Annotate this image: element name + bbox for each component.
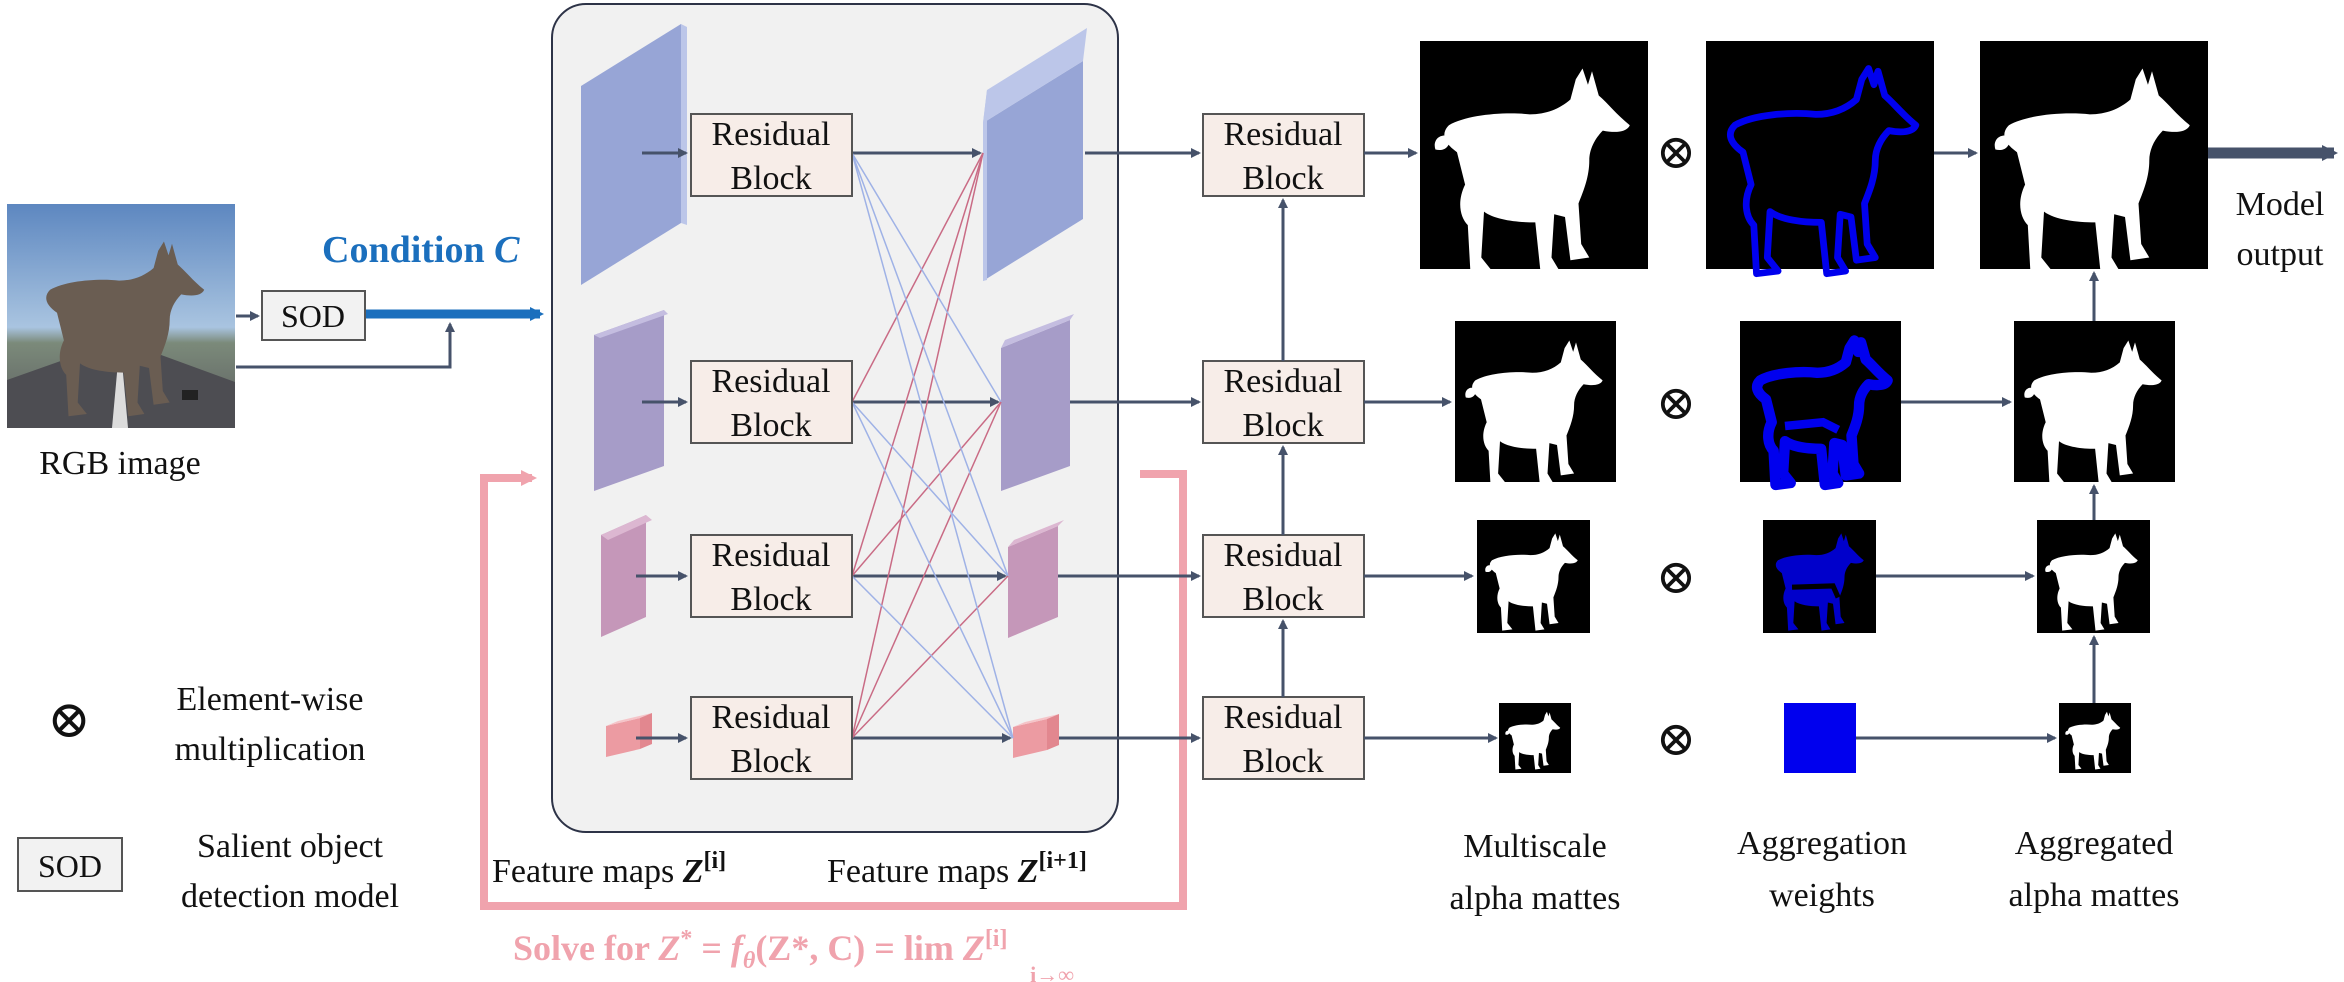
svg-text:Residual: Residual <box>712 537 831 574</box>
svg-text:Residual: Residual <box>1224 699 1343 736</box>
residual-block-decoder-3: Residual Block <box>1202 534 1365 618</box>
aggregated-mattes-caption-2: alpha mattes <box>2009 877 2180 914</box>
legend-multiply-line2: multiplication <box>175 731 366 768</box>
rgb-image-caption: RGB image <box>39 445 200 482</box>
condition-label: Condition C <box>322 229 520 271</box>
alpha-matte-scale-2 <box>1455 321 1616 485</box>
svg-text:Block: Block <box>730 743 811 780</box>
solve-equation: Solve for Z* = fθ(Z*, C) = lim Z[i] <box>513 926 1007 974</box>
svg-text:Block: Block <box>1242 581 1323 618</box>
alpha-matte-scale-4 <box>1499 703 1571 773</box>
legend-sod-line2: detection model <box>181 878 399 915</box>
aggregated-matte-scale-1 <box>1980 41 2208 274</box>
image-bypass-arrow <box>236 322 455 369</box>
residual-block-decoder-2: Residual Block <box>1202 360 1365 444</box>
inner-arrows <box>636 148 1012 743</box>
sod-box: SOD <box>261 290 366 341</box>
feature-map-right-level2 <box>1001 314 1074 491</box>
svg-text:Block: Block <box>730 581 811 618</box>
aggregation-weight-scale-2 <box>1740 321 1901 485</box>
svg-text:Residual: Residual <box>1224 116 1343 153</box>
svg-text:Residual: Residual <box>1224 537 1343 574</box>
residual-block-decoder-1: Residual Block <box>1202 113 1365 197</box>
aggregated-matte-scale-3 <box>2037 520 2150 633</box>
residual-block-inner-1: Residual Block <box>690 113 853 197</box>
legend-sod-box: SOD <box>17 837 123 892</box>
feature-map-left-level3 <box>601 515 652 637</box>
weight-arrows <box>1856 148 2099 743</box>
residual-block-inner-3: Residual Block <box>690 534 853 618</box>
residual-block-inner-4: Residual Block <box>690 696 853 780</box>
multiply-icon: ⊗ <box>1656 377 1696 430</box>
aggregation-weight-scale-3 <box>1763 520 1876 633</box>
feature-maps-left-label: Feature maps Z[i] <box>492 848 726 890</box>
rgb-image <box>7 204 235 428</box>
svg-text:Block: Block <box>730 160 811 197</box>
feature-map-right-level1 <box>983 28 1087 281</box>
residual-block-decoder-4: Residual Block <box>1202 696 1365 780</box>
multiply-symbols: ⊗ ⊗ ⊗ ⊗ <box>1656 126 1696 766</box>
legend-multiply-icon: ⊗ <box>47 692 91 749</box>
feature-map-right-level3 <box>1008 520 1064 638</box>
svg-text:Block: Block <box>1242 407 1323 444</box>
multiply-icon: ⊗ <box>1656 126 1696 179</box>
feature-map-left-level4 <box>606 713 652 757</box>
aggregation-weight-scale-1 <box>1706 41 1934 274</box>
alpha-matte-scale-1 <box>1420 41 1648 274</box>
sod-box-label: SOD <box>281 298 345 334</box>
svg-text:Block: Block <box>1242 743 1323 780</box>
aggregated-mattes-caption-1: Aggregated <box>2015 825 2174 862</box>
svg-text:Residual: Residual <box>712 699 831 736</box>
decoder-arrows <box>1058 148 1498 743</box>
multiscale-mattes-caption-1: Multiscale <box>1463 828 1607 865</box>
svg-text:SOD: SOD <box>38 848 102 884</box>
feature-map-left-level1 <box>581 24 687 285</box>
aggregated-matte-scale-2 <box>2014 321 2175 485</box>
aggregation-weights-caption-2: weights <box>1769 877 1875 914</box>
multiply-icon: ⊗ <box>1656 551 1696 604</box>
legend-sod-line1: Salient object <box>197 828 384 865</box>
feature-maps-right-label: Feature maps Z[i+1] <box>827 848 1087 890</box>
aggregation-weight-scale-4 <box>1784 703 1856 773</box>
coyote-photo <box>46 241 205 417</box>
multiply-icon: ⊗ <box>1656 713 1696 766</box>
model-output-label-1: Model <box>2236 186 2325 223</box>
svg-text:Residual: Residual <box>1224 363 1343 400</box>
cross-scale-connections <box>851 152 1014 739</box>
aggregation-weights-caption-1: Aggregation <box>1737 825 1907 862</box>
multiscale-mattes-caption-2: alpha mattes <box>1450 880 1621 917</box>
svg-text:Block: Block <box>730 407 811 444</box>
svg-text:Block: Block <box>1242 160 1323 197</box>
feature-map-left-level2 <box>594 310 668 491</box>
svg-text:Residual: Residual <box>712 363 831 400</box>
alpha-matte-scale-3 <box>1477 520 1590 633</box>
model-output-label-2: output <box>2237 236 2324 273</box>
aggregated-matte-scale-4 <box>2059 703 2131 773</box>
svg-text:Residual: Residual <box>712 116 831 153</box>
fixed-point-loop-arrow <box>480 470 1187 910</box>
feature-map-right-level4 <box>1013 714 1059 758</box>
residual-block-inner-2: Residual Block <box>690 360 853 444</box>
solve-limit-subscript: i→∞ <box>1030 962 1074 982</box>
legend-multiply-line1: Element-wise <box>177 681 364 718</box>
